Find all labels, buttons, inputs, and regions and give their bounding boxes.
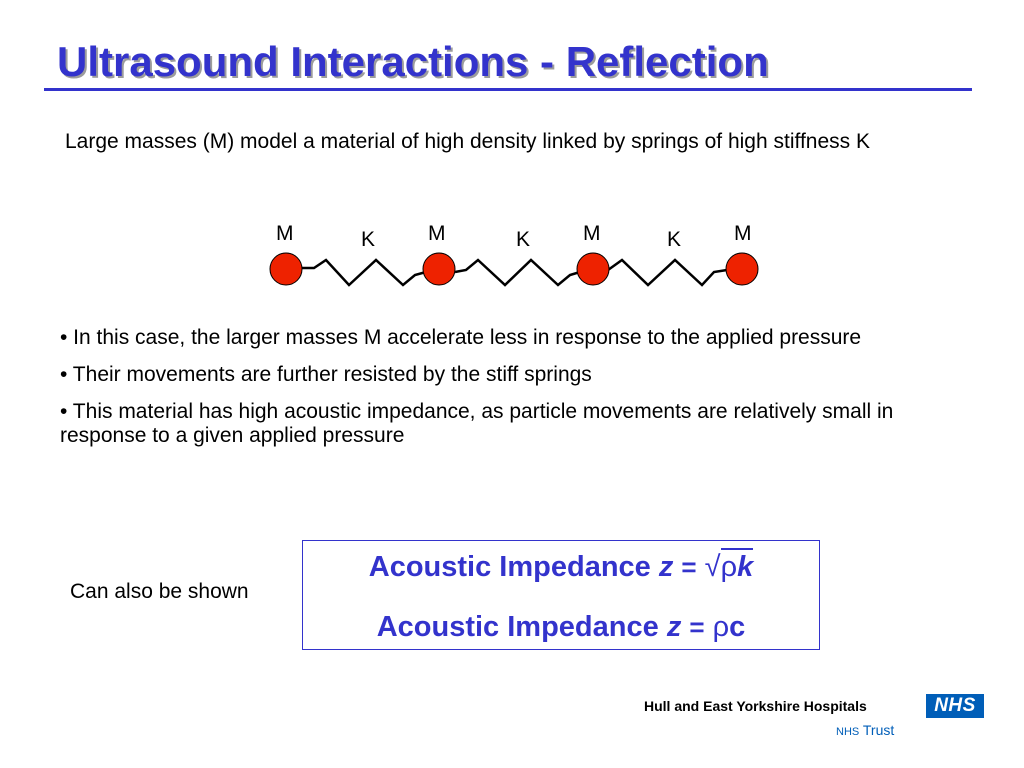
aside-text: Can also be shown: [70, 580, 249, 603]
spring-chain: [302, 258, 728, 287]
formula-box: Acoustic Impedance z = √ρk Acoustic Impe…: [302, 540, 820, 650]
title-underline: [44, 88, 972, 91]
spring-label: K: [516, 228, 530, 251]
masses: [269, 252, 759, 286]
bullet-item: • In this case, the larger masses M acce…: [60, 326, 862, 349]
formula-variable: z: [658, 551, 674, 583]
bullet-item: • Their movements are further resisted b…: [60, 363, 592, 386]
trust-label: NHS Trust: [836, 722, 894, 738]
hospital-name: Hull and East Yorkshire Hospitals: [644, 698, 867, 714]
bullet-item: • This material has high acoustic impeda…: [60, 400, 894, 447]
trust-prefix: NHS: [836, 726, 860, 738]
spring-label: K: [667, 228, 681, 251]
mass-1: [269, 252, 303, 286]
rho-symbol: ρ: [712, 611, 730, 643]
trust-word: Trust: [862, 722, 895, 738]
mass-4: [725, 252, 759, 286]
bullet-list: • In this case, the larger masses M acce…: [60, 326, 960, 461]
formula-label: Acoustic Impedance: [376, 611, 659, 643]
mass-3: [576, 252, 610, 286]
formula-line-rhoc: Acoustic Impedance z = ρc: [303, 611, 819, 644]
sqrt-symbol: √: [704, 551, 721, 583]
formula-label: Acoustic Impedance: [368, 551, 651, 583]
intro-text: Large masses (M) model a material of hig…: [65, 130, 870, 153]
formula-variable: z: [666, 611, 682, 643]
mass-2: [422, 252, 456, 286]
speed-symbol: c: [729, 611, 746, 643]
spring-1: [302, 258, 427, 287]
diagram-labels: M M M M K K K: [276, 222, 752, 251]
spring-label: K: [361, 228, 375, 251]
rho-symbol: ρ: [720, 551, 738, 583]
slide-title: Ultrasound Interactions - Reflection: [57, 38, 769, 85]
spring-3: [607, 258, 728, 287]
mass-label: M: [276, 222, 294, 245]
formula-line-sqrt: Acoustic Impedance z = √ρk: [303, 548, 819, 584]
stiffness-symbol: k: [737, 551, 754, 583]
formula-equals: =: [689, 612, 705, 642]
formula-equals: =: [681, 552, 697, 582]
mass-label: M: [428, 222, 446, 245]
mass-label: M: [734, 222, 752, 245]
mass-label: M: [583, 222, 601, 245]
spring-2: [454, 258, 581, 287]
nhs-logo: NHS: [926, 694, 984, 718]
sqrt-radicand: ρk: [720, 548, 754, 583]
